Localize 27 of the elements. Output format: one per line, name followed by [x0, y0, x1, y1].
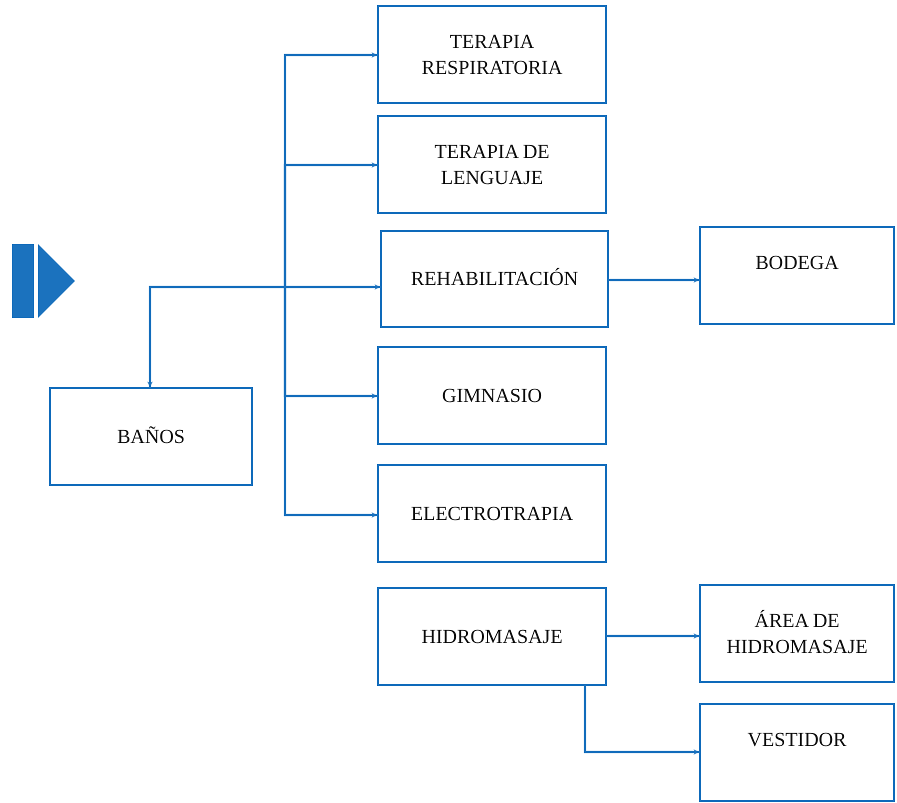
- arrow: [584, 686, 699, 755]
- arrow: [147, 286, 285, 387]
- box-label: VESTIDOR: [748, 728, 846, 753]
- box-label: TERAPIA DE LENGUAJE: [434, 140, 550, 190]
- box-label: REHABILITACIÓN: [410, 266, 578, 292]
- process-box: [377, 587, 607, 686]
- process-box: [377, 464, 607, 563]
- arrow: [284, 287, 377, 518]
- box-label: HIDROMASAJE: [421, 624, 563, 650]
- process-box: [377, 5, 607, 104]
- process-box: [699, 703, 895, 802]
- box-label: ELECTROTRAPIA: [410, 502, 574, 526]
- process-box: [377, 115, 607, 214]
- process-box: [699, 584, 895, 683]
- arrow: [285, 284, 380, 290]
- box-label: BAÑOS: [117, 424, 185, 450]
- process-box: [699, 226, 895, 325]
- process-box: [377, 346, 607, 445]
- process-box: [49, 387, 253, 486]
- box-label: TERAPIA RESPIRATORIA: [420, 30, 564, 80]
- arrow: [284, 162, 377, 287]
- box-label: ÁREA DE HIDROMASAJE: [725, 608, 869, 660]
- arrow: [607, 633, 699, 639]
- process-box: [380, 230, 609, 328]
- arrow: [609, 277, 699, 283]
- box-label: GIMNASIO: [442, 384, 542, 408]
- box-label: BODEGA: [755, 251, 839, 276]
